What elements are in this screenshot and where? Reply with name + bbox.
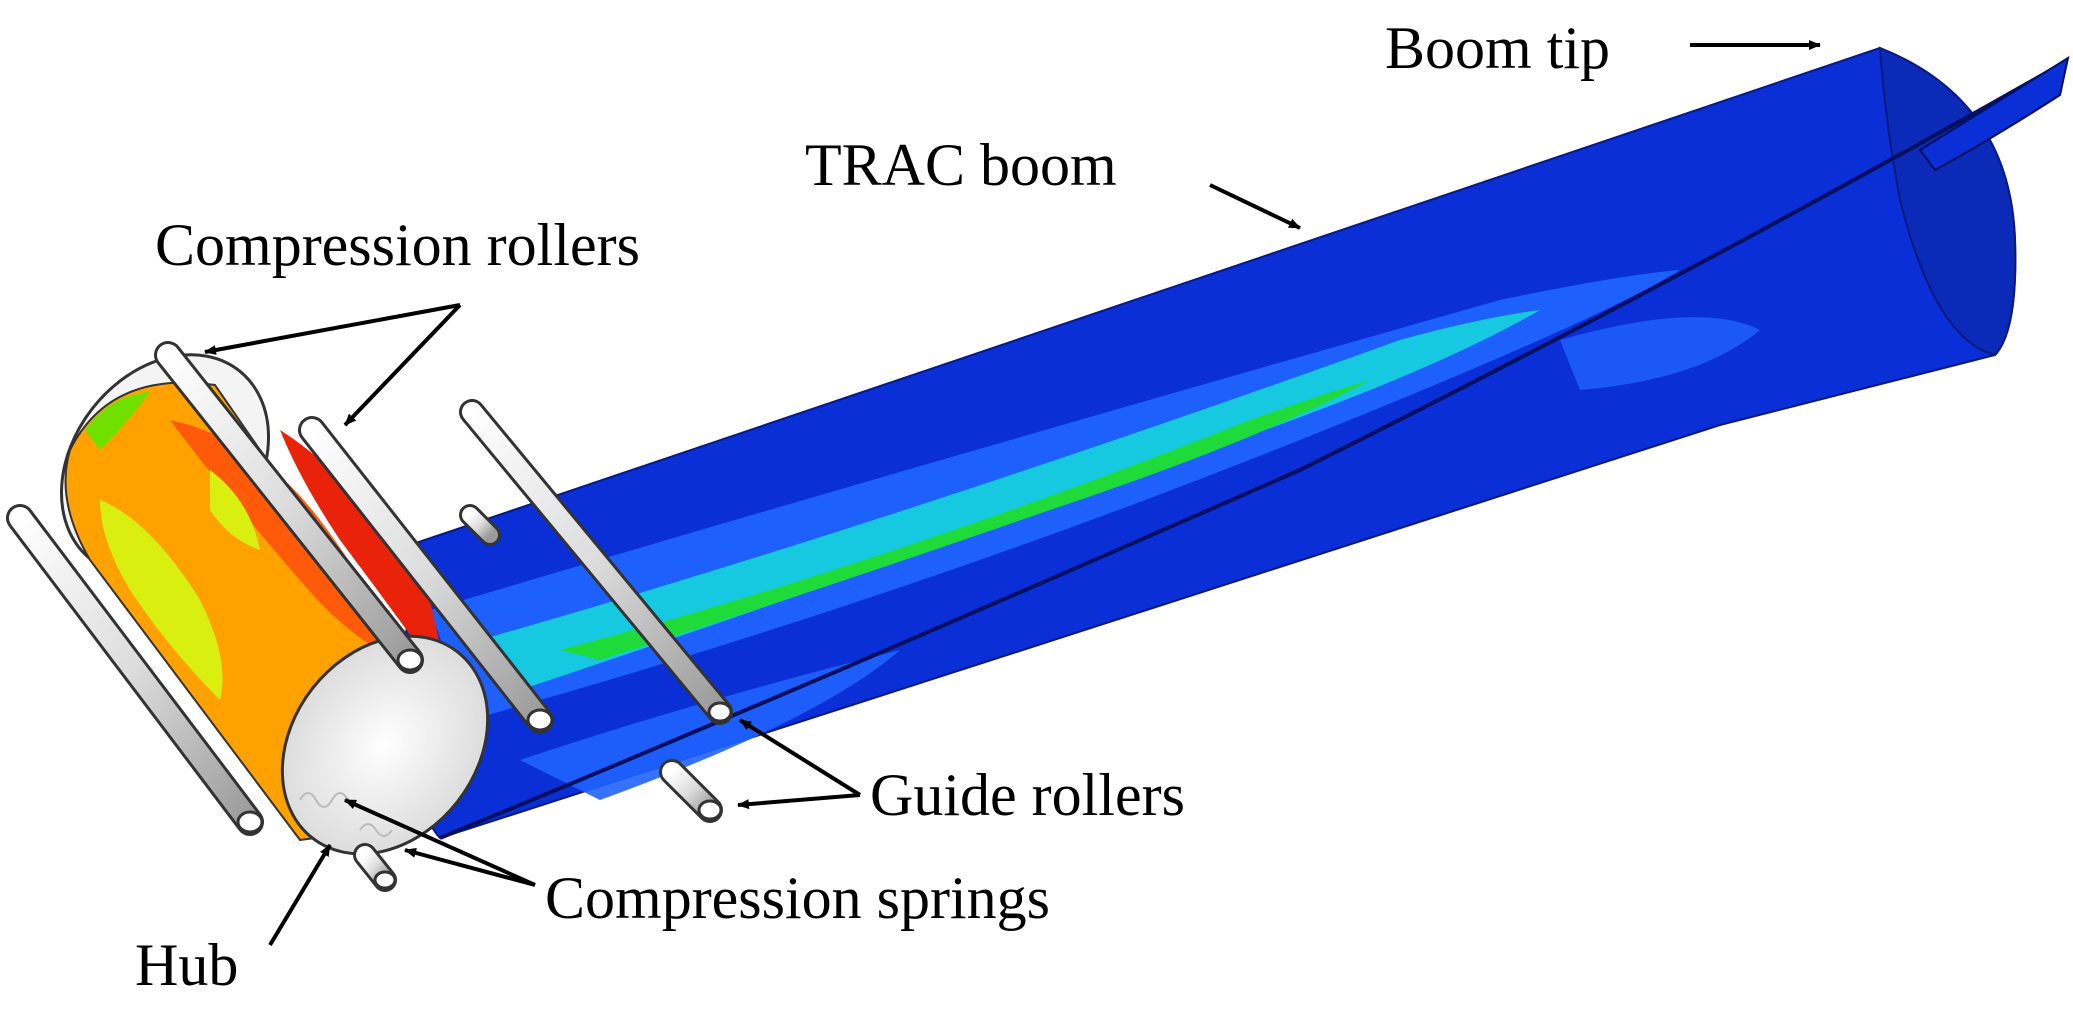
arrow-hub bbox=[268, 843, 332, 947]
arrow-compression-spring-2 bbox=[404, 848, 536, 887]
compression-rollers bbox=[6, 341, 554, 836]
guide-roller-upper bbox=[459, 399, 733, 725]
hub-patch-yellow bbox=[100, 500, 223, 700]
hub-patch-red bbox=[170, 420, 400, 660]
arrow-guide-roller-lower bbox=[737, 793, 861, 810]
label-compression-rollers: Compression rollers bbox=[155, 212, 640, 278]
label-boom-tip: Boom tip bbox=[1385, 15, 1610, 81]
arrow-guide-roller-upper bbox=[738, 718, 862, 797]
compression-roller-top bbox=[154, 341, 424, 674]
arrow-compression-roller-top bbox=[204, 303, 461, 355]
label-compression-springs: Compression springs bbox=[545, 865, 1050, 931]
hub-bottom-roller bbox=[353, 843, 397, 892]
guide-rollers bbox=[459, 399, 733, 823]
guide-roller-lower bbox=[659, 759, 723, 823]
hub-patch-yellow2 bbox=[210, 470, 260, 550]
hub-patch-green bbox=[85, 392, 150, 450]
label-guide-rollers: Guide rollers bbox=[870, 762, 1185, 828]
annotation-arrows bbox=[204, 40, 1821, 947]
arrow-trac-boom bbox=[1209, 183, 1301, 230]
compression-roller-middle bbox=[298, 416, 554, 734]
boom-seam bbox=[439, 60, 2066, 840]
hub-front-face bbox=[280, 634, 490, 856]
arrow-compression-roller-middle bbox=[343, 303, 462, 427]
arrow-compression-spring-1 bbox=[344, 798, 536, 887]
compression-spring-1 bbox=[299, 792, 349, 808]
labels: Boom tip TRAC boom Compression rollers G… bbox=[135, 15, 1610, 998]
hub-back-roller bbox=[459, 504, 501, 546]
boom-flange bbox=[1918, 55, 2070, 172]
stress-patch-right bbox=[1560, 317, 1760, 390]
compression-spring-2 bbox=[359, 823, 393, 837]
compression-roller-left bbox=[6, 504, 264, 836]
hub-patch-red2 bbox=[280, 430, 450, 690]
stress-band-mid bbox=[480, 310, 1540, 690]
label-trac-boom: TRAC boom bbox=[805, 132, 1117, 198]
label-hub: Hub bbox=[135, 932, 238, 998]
trac-boom bbox=[405, 46, 2070, 840]
